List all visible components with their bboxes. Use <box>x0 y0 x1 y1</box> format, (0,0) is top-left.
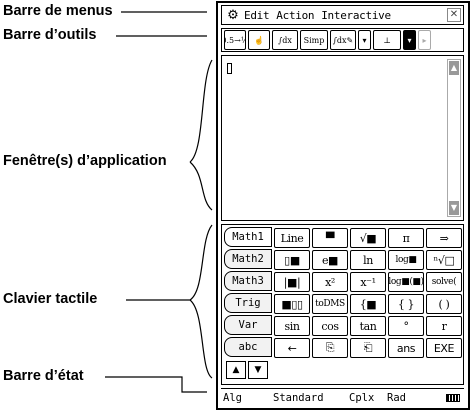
status-format[interactable]: Standard <box>273 392 324 404</box>
callout-keyboard: Clavier tactile <box>3 291 98 307</box>
key-implies[interactable]: ⇒ <box>426 228 462 248</box>
keyboard-tabs: Math1 Math2 Math3 Trig Var abc <box>224 227 272 359</box>
key-sin[interactable]: sin <box>274 316 310 336</box>
tab-trig[interactable]: Trig <box>224 293 272 313</box>
tab-scroll-arrows: ▲ ▼ <box>226 361 268 379</box>
toolbar-button-integral[interactable]: ∫dx <box>272 30 298 50</box>
toolbar-button-hand[interactable]: ☝ <box>248 30 270 50</box>
battery-icon <box>446 394 460 402</box>
key-tan[interactable]: tan <box>350 316 386 336</box>
key-log-func[interactable]: log■(■) <box>388 272 424 292</box>
key-cos[interactable]: cos <box>312 316 348 336</box>
callout-menu-bar: Barre de menus <box>3 3 113 19</box>
key-square[interactable]: x² <box>312 272 348 292</box>
toolbar-scroll-right[interactable]: ▸ <box>418 30 431 50</box>
status-mode[interactable]: Alg <box>223 392 242 404</box>
touch-keyboard: Math1 Math2 Math3 Trig Var abc ▲ ▼ Line … <box>221 224 464 385</box>
key-log-base[interactable]: log■ <box>388 250 424 270</box>
leader-app-window <box>189 59 213 211</box>
key-degree[interactable]: ° <box>388 316 424 336</box>
key-nth-root[interactable]: ⁿ√□ <box>426 250 462 270</box>
menu-item-action[interactable]: Action <box>276 8 315 22</box>
scroll-down-icon[interactable]: ▼ <box>449 201 459 215</box>
menu-item-edit[interactable]: Edit <box>244 8 270 22</box>
toolbar-dropdown-2[interactable]: ▾ <box>403 30 416 50</box>
key-pi[interactable]: π <box>388 228 424 248</box>
toolbar-button-convert[interactable]: 0.5→½ <box>224 30 246 50</box>
vertical-scrollbar[interactable]: ▲ ▼ <box>447 59 461 217</box>
key-fraction[interactable]: ▀ <box>312 228 348 248</box>
menu-bar: ⚙ Edit Action Interactive ✕ <box>221 5 464 25</box>
close-icon[interactable]: ✕ <box>447 8 461 22</box>
key-exe[interactable]: EXE <box>426 338 462 358</box>
key-sqrt[interactable]: √■ <box>350 228 386 248</box>
key-exp[interactable]: e■ <box>312 250 348 270</box>
key-todms[interactable]: toDMS <box>312 294 348 314</box>
tab-math2[interactable]: Math2 <box>224 249 272 269</box>
toolbar-dropdown-1[interactable]: ▾ <box>358 30 371 50</box>
text-cursor <box>227 63 232 74</box>
status-angle[interactable]: Rad <box>387 392 406 404</box>
toolbar: 0.5→½ ☝ ∫dx Simp ∫dx✎ ▾ ⊥ ▾ ▸ <box>221 28 464 52</box>
key-line[interactable]: Line <box>274 228 310 248</box>
status-complex[interactable]: Cplx <box>349 392 375 404</box>
calculator-screen: ⚙ Edit Action Interactive ✕ 0.5→½ ☝ ∫dx … <box>216 1 470 410</box>
callout-toolbar: Barre d’outils <box>3 27 97 43</box>
key-power[interactable]: ▯■ <box>274 250 310 270</box>
scroll-up-icon[interactable]: ▲ <box>449 61 459 75</box>
key-backspace[interactable]: ← <box>274 338 310 358</box>
menu-item-interactive[interactable]: Interactive <box>321 8 391 22</box>
key-braces[interactable]: { } <box>388 294 424 314</box>
status-bar: Alg Standard Cplx Rad <box>221 388 464 406</box>
application-window[interactable]: ▲ ▼ <box>221 55 464 221</box>
arrow-down-icon[interactable]: ▼ <box>248 361 268 379</box>
key-radian[interactable]: r <box>426 316 462 336</box>
key-ln[interactable]: ln <box>350 250 386 270</box>
toolbar-button-integral-edit[interactable]: ∫dx✎ <box>330 30 356 50</box>
key-matrix[interactable]: ■▯▯ <box>274 294 310 314</box>
key-grid: Line ▀ √■ π ⇒ ▯■ e■ ln log■ ⁿ√□ |■| x² x… <box>274 228 462 358</box>
key-copy[interactable]: ⎘ <box>312 338 348 358</box>
key-abs[interactable]: |■| <box>274 272 310 292</box>
toolbar-button-simp[interactable]: Simp <box>300 30 328 50</box>
gear-icon[interactable]: ⚙ <box>227 7 239 23</box>
key-paste[interactable]: ⎗ <box>350 338 386 358</box>
callout-app-window: Fenêtre(s) d’application <box>3 153 167 169</box>
key-inverse[interactable]: x⁻¹ <box>350 272 386 292</box>
tab-abc[interactable]: abc <box>224 337 272 357</box>
key-system[interactable]: {■ <box>350 294 386 314</box>
key-ans[interactable]: ans <box>388 338 424 358</box>
leader-keyboard <box>126 224 213 379</box>
leader-status-bar <box>105 376 207 393</box>
toolbar-button-graph[interactable]: ⊥ <box>373 30 401 50</box>
key-parens[interactable]: ( ) <box>426 294 462 314</box>
tab-math1[interactable]: Math1 <box>224 227 272 247</box>
key-solve[interactable]: solve( <box>426 272 462 292</box>
tab-var[interactable]: Var <box>224 315 272 335</box>
callout-status-bar: Barre d’état <box>3 368 84 384</box>
tab-math3[interactable]: Math3 <box>224 271 272 291</box>
arrow-up-icon[interactable]: ▲ <box>226 361 246 379</box>
